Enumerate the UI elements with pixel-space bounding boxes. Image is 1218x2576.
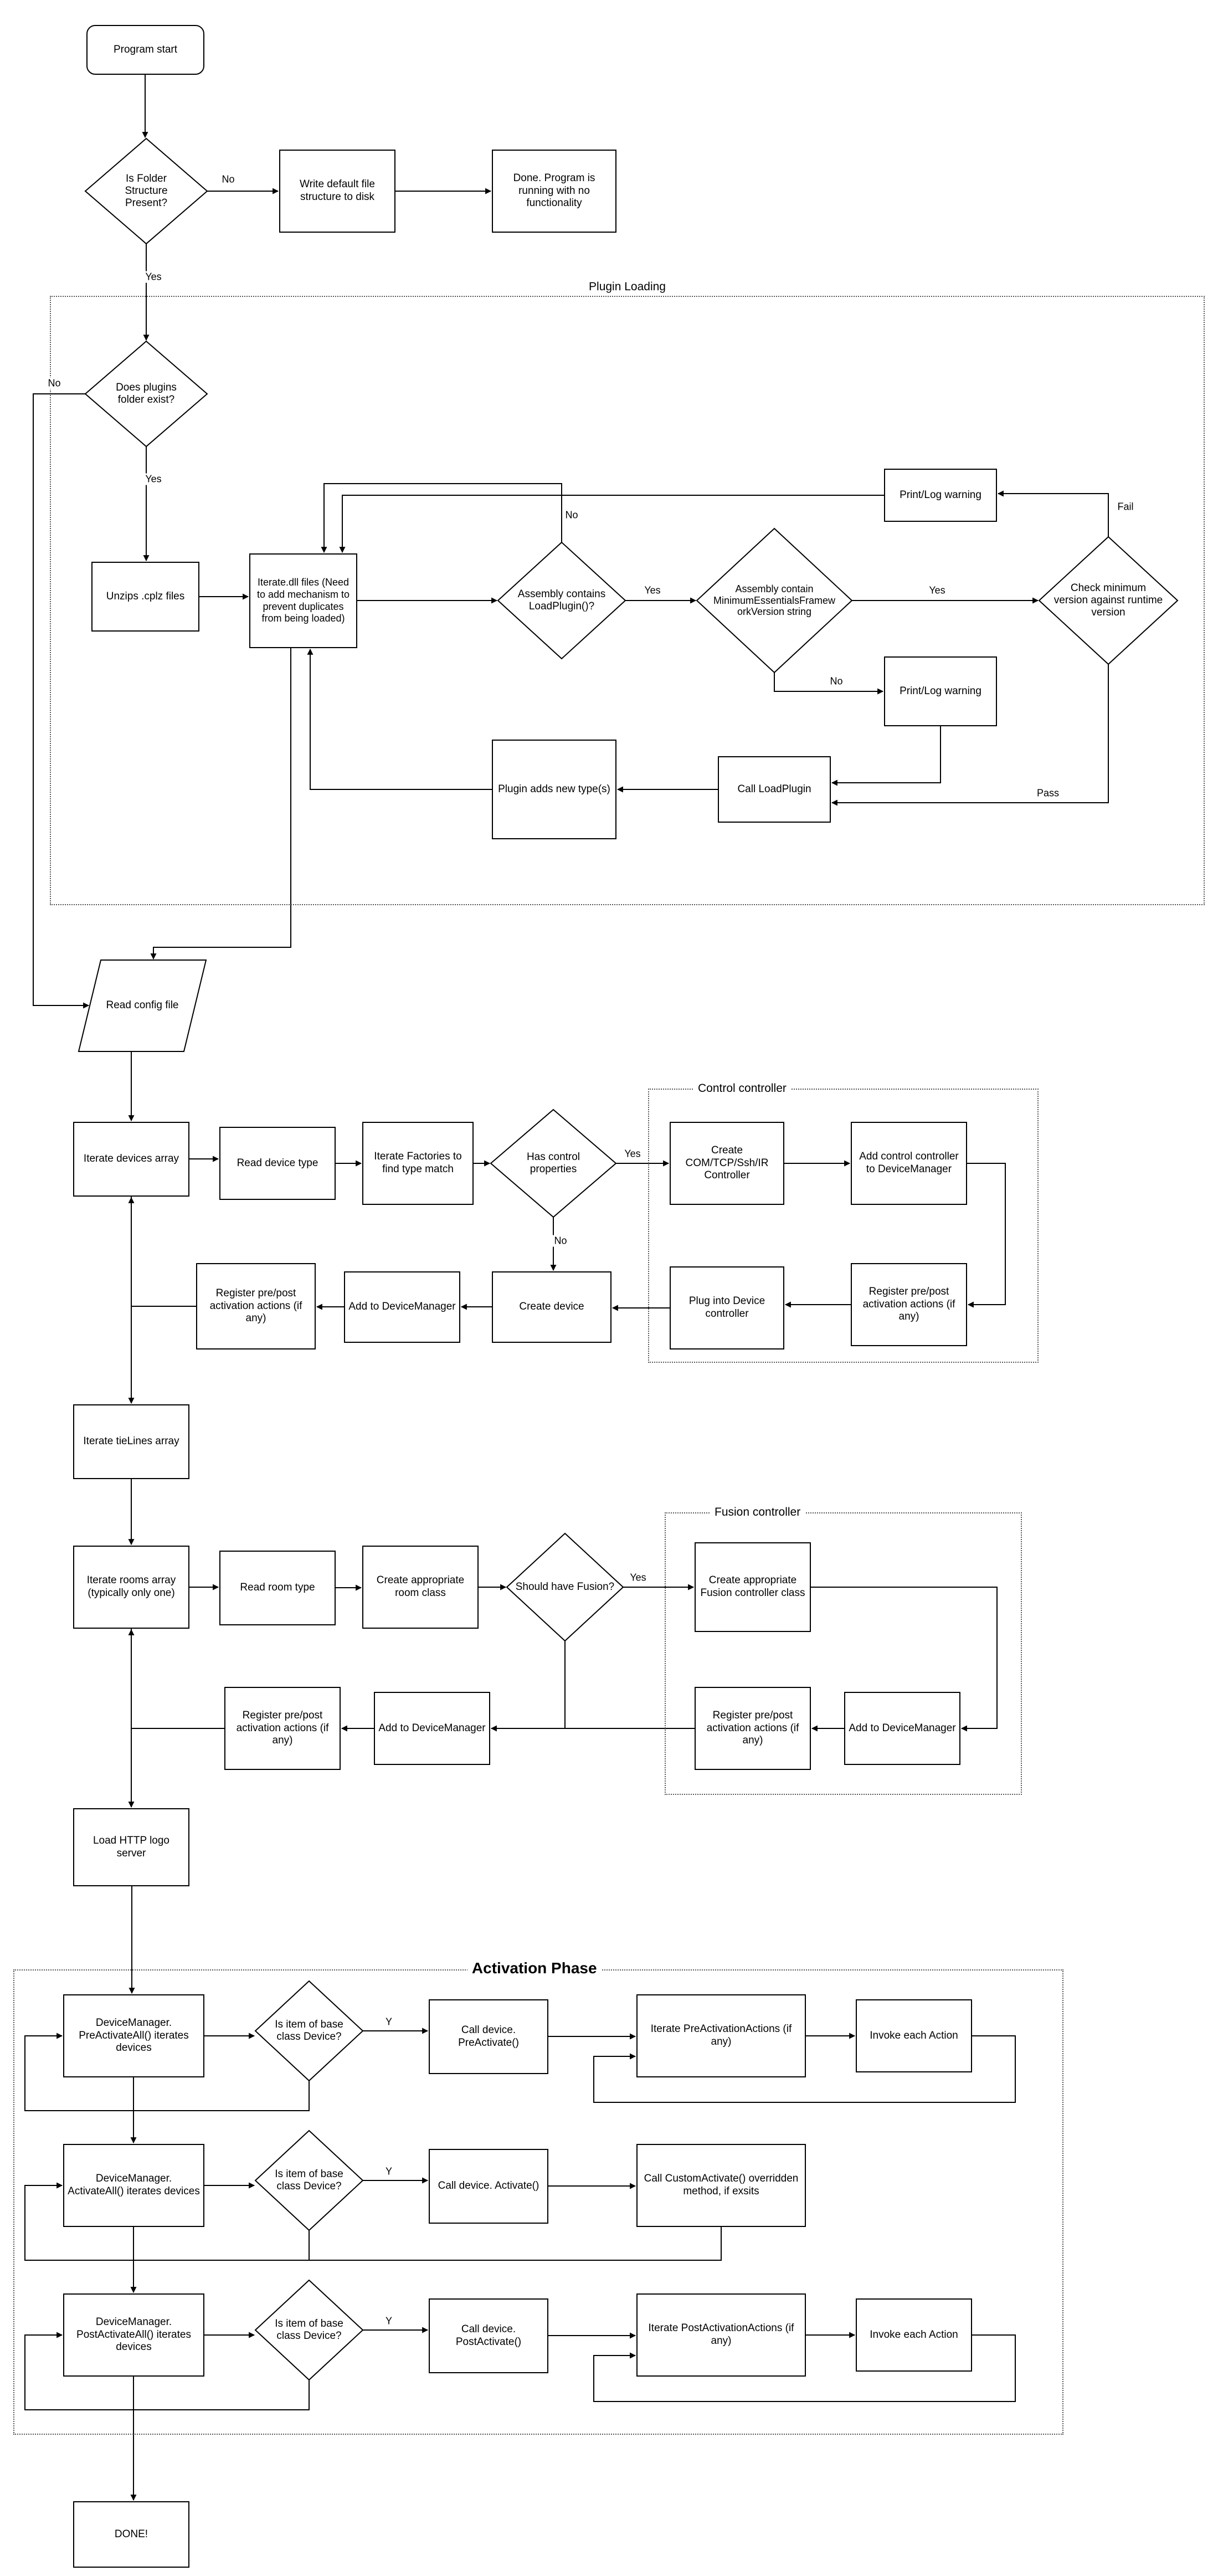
node-add-to-devicemanager-room: Add to DeviceManager [374,1692,490,1765]
node-register-prepost-ctrl: Register pre/post activation actions (if… [851,1263,967,1346]
edge-register2-loop-devices [128,1197,196,1307]
edge-label-folder-no: No [220,173,237,186]
node-create-device: Create device [492,1271,611,1343]
decision-has-control-properties [490,1109,617,1218]
node-create-controller: Create COM/TCP/Ssh/IR Controller [670,1122,784,1205]
decision-folder-structure-label: Is Folder Structure Present? [125,173,168,209]
node-register-prepost-fusion: Register pre/post activation actions (if… [695,1687,811,1770]
decision-is-item-base-class-1-label: Is item of base class Device? [275,2019,343,2043]
edge-addcontrol-to-register [967,1163,1006,1308]
node-register-prepost-device: Register pre/post activation actions (if… [196,1263,316,1349]
edge-invoke2-loop [593,2334,1016,2402]
decision-assembly-minversion-label: Assembly contain MinimumEssentialsFramew… [713,583,836,618]
node-printlog-warning-1: Print/Log warning [884,469,997,522]
node-iterate-rooms: Iterate rooms array (typically only one) [73,1546,189,1629]
node-program-start: Program start [86,25,204,75]
edge-custom-loop [24,2182,722,2261]
decision-plugins-folder [84,340,208,448]
node-add-to-devicemanager-device: Add to DeviceManager [344,1271,460,1343]
node-iterate-dll-files: Iterate.dll files (Need to add mechanism… [249,553,357,648]
edge-label-control-yes: Yes [623,1148,643,1160]
node-invoke-each-action-2: Invoke each Action [856,2298,972,2372]
decision-check-min-version [1038,536,1179,665]
edge-invoke1-loop [593,2035,1016,2103]
node-register-prepost-room: Register pre/post activation actions (if… [224,1687,341,1770]
node-iterate-factories: Iterate Factories to find type match [362,1122,474,1205]
decision-assembly-minversion [696,527,853,674]
edge-isitem3-n-loop [24,2332,310,2410]
edge-label-plugins-yes: Yes [143,473,163,485]
node-add-control-controller: Add control controller to DeviceManager [851,1122,967,1205]
edge-label-folder-yes: Yes [143,271,163,283]
decision-is-item-base-class-2-label: Is item of base class Device? [275,2168,343,2192]
decision-assembly-loadplugin [497,541,626,660]
node-unzip-cplz: Unzips .cplz files [91,562,199,632]
decision-should-have-fusion [506,1532,624,1642]
edge-plugins-no-read-config [33,393,90,1009]
node-read-room-type: Read room type [219,1551,336,1625]
edge-dll-to-read-config [150,648,291,960]
node-call-loadplugin: Call LoadPlugin [718,756,831,823]
edge-label-control-no: No [552,1235,569,1247]
edge-createfusion-to-adddm2 [811,1587,998,1732]
edge-label-item-y-1: Y [383,2016,394,2028]
node-create-room-class: Create appropriate room class [362,1546,479,1629]
node-iterate-devices: Iterate devices array [73,1122,189,1197]
decision-should-have-fusion-label: Should have Fusion? [515,1581,615,1593]
edge-register4-loop-rooms [128,1629,224,1729]
node-call-customactivate: Call CustomActivate() overridden method,… [636,2144,806,2227]
edge-minver-no-warning2 [774,673,884,695]
decision-is-item-base-class-3-label: Is item of base class Device? [275,2318,343,2342]
node-devicemanager-postactivateall: DeviceManager. PostActivateAll() iterate… [63,2293,204,2377]
edge-label-check-pass: Pass [1035,787,1061,799]
node-done-no-functionality: Done. Program is running with no functio… [492,150,616,233]
edge-label-item-y-2: Y [383,2166,394,2178]
edge-loadplugin-no-loop [321,483,562,553]
node-devicemanager-activateall: DeviceManager. ActivateAll() iterates de… [63,2144,204,2227]
decision-assembly-loadplugin-label: Assembly contains LoadPlugin()? [517,588,606,612]
edge-label-item-y-3: Y [383,2315,394,2327]
edge-warning1-loop [339,495,884,553]
edge-warning2-callloadplugin [831,726,941,786]
decision-is-item-base-class-2 [254,2129,364,2231]
node-call-device-preactivate: Call device. PreActivate() [429,1999,548,2074]
io-read-config-file-label: Read config file [106,999,179,1012]
edge-isitem1-n-loop [24,2033,310,2111]
node-create-fusion-controller: Create appropriate Fusion controller cla… [695,1542,811,1632]
node-iterate-tielines: Iterate tieLines array [73,1404,189,1479]
node-iterate-postactivationactions: Iterate PostActivationActions (if any) [636,2293,806,2377]
node-plugin-adds-types: Plugin adds new type(s) [492,740,616,839]
node-devicemanager-preactivateall: DeviceManager. PreActivateAll() iterates… [63,1994,204,2077]
edge-label-check-fail: Fail [1116,501,1135,513]
node-add-to-devicemanager-fusion: Add to DeviceManager [844,1692,960,1765]
node-invoke-each-action-1: Invoke each Action [856,1999,972,2072]
edge-label-fusion-yes: Yes [628,1572,648,1584]
decision-plugins-folder-label: Does plugins folder exist? [116,382,177,406]
node-write-default-structure: Write default file structure to disk [279,150,395,233]
node-read-device-type: Read device type [219,1127,336,1200]
node-printlog-warning-2: Print/Log warning [884,656,997,726]
edge-label-minver-yes: Yes [927,584,947,597]
node-done: DONE! [73,2501,189,2568]
decision-is-item-base-class-3 [254,2279,364,2381]
node-call-device-postactivate: Call device. PostActivate() [429,2298,548,2373]
node-iterate-preactivationactions: Iterate PreActivationActions (if any) [636,1994,806,2077]
decision-folder-structure [84,137,208,245]
io-read-config-file [78,959,207,1052]
edge-label-minver-no: No [828,675,845,687]
edge-pluginadds-loop-dll [307,648,492,790]
decision-check-min-version-label: Check minimum version against runtime ve… [1053,582,1163,618]
decision-has-control-properties-label: Has control properties [526,1151,580,1175]
node-call-device-activate: Call device. Activate() [429,2149,548,2224]
edge-label-plugins-no: No [46,377,63,389]
node-plug-into-device-controller: Plug into Device controller [670,1266,784,1349]
edge-label-loadplugin-no: No [563,509,580,521]
node-load-http-logo-server: Load HTTP logo server [73,1808,189,1886]
decision-is-item-base-class-1 [254,1980,364,2082]
edge-check-pass-callloadplugin [831,664,1109,806]
edge-label-loadplugin-yes: Yes [643,584,662,597]
edge-check-fail-warning1 [997,490,1109,537]
